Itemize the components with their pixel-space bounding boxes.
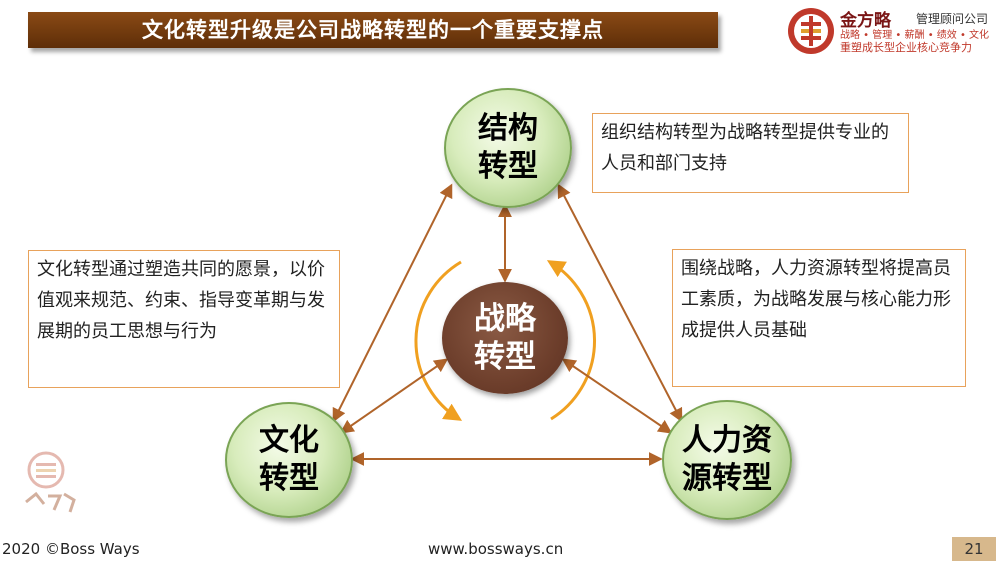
desc-culture: 文化转型通过塑造共同的愿景，以价值观来规范、约束、指导变革期与发展期的员工思想与… <box>28 250 340 388</box>
brand-consult: 管理顾问公司 <box>916 12 989 26</box>
node-culture-line1: 文化 <box>259 423 319 458</box>
node-strategy-center: 战略 转型 <box>442 282 568 394</box>
slide-title: 文化转型升级是公司战略转型的一个重要支撑点 <box>142 18 604 42</box>
brand-seal-icon <box>788 8 834 54</box>
node-structure-line1: 结构 <box>478 111 538 146</box>
node-hr-line1: 人力资 <box>682 423 772 458</box>
node-strategy-line2: 转型 <box>474 339 536 375</box>
brand-slogan: 重塑成长型企业核心竞争力 <box>840 41 972 54</box>
page-number: 21 <box>952 537 996 561</box>
node-hr: 人力资 源转型 <box>662 400 792 520</box>
edge-structure-hr <box>557 183 683 423</box>
watermark-logo-icon <box>25 451 76 513</box>
node-structure-line2: 转型 <box>478 149 538 184</box>
brand-logo-area: 金方略 管理顾问公司 战略 • 管理 • 薪酬 • 绩效 • 文化 重塑成长型企… <box>786 6 1000 58</box>
title-bar: 文化转型升级是公司战略转型的一个重要支撑点 <box>28 12 718 48</box>
spoke-culture-center <box>339 358 449 434</box>
spoke-hr-center <box>561 358 673 434</box>
node-culture: 文化 转型 <box>225 402 353 518</box>
node-strategy-line1: 战略 <box>474 301 536 337</box>
desc-hr: 围绕战略，人力资源转型将提高员工素质，为战略发展与核心能力形成提供人员基础 <box>672 249 966 387</box>
footer-copyright: 2020 ©Boss Ways <box>2 540 140 558</box>
node-culture-line2: 转型 <box>259 461 319 496</box>
brand-services: 战略 • 管理 • 薪酬 • 绩效 • 文化 <box>840 30 990 41</box>
brand-name: 金方略 <box>840 11 891 31</box>
node-hr-line2: 源转型 <box>682 461 772 496</box>
footer-website[interactable]: www.bossways.cn <box>428 540 564 558</box>
node-structure: 结构 转型 <box>444 88 572 208</box>
edge-structure-culture <box>332 183 453 423</box>
desc-structure: 组织结构转型为战略转型提供专业的人员和部门支持 <box>592 113 909 193</box>
